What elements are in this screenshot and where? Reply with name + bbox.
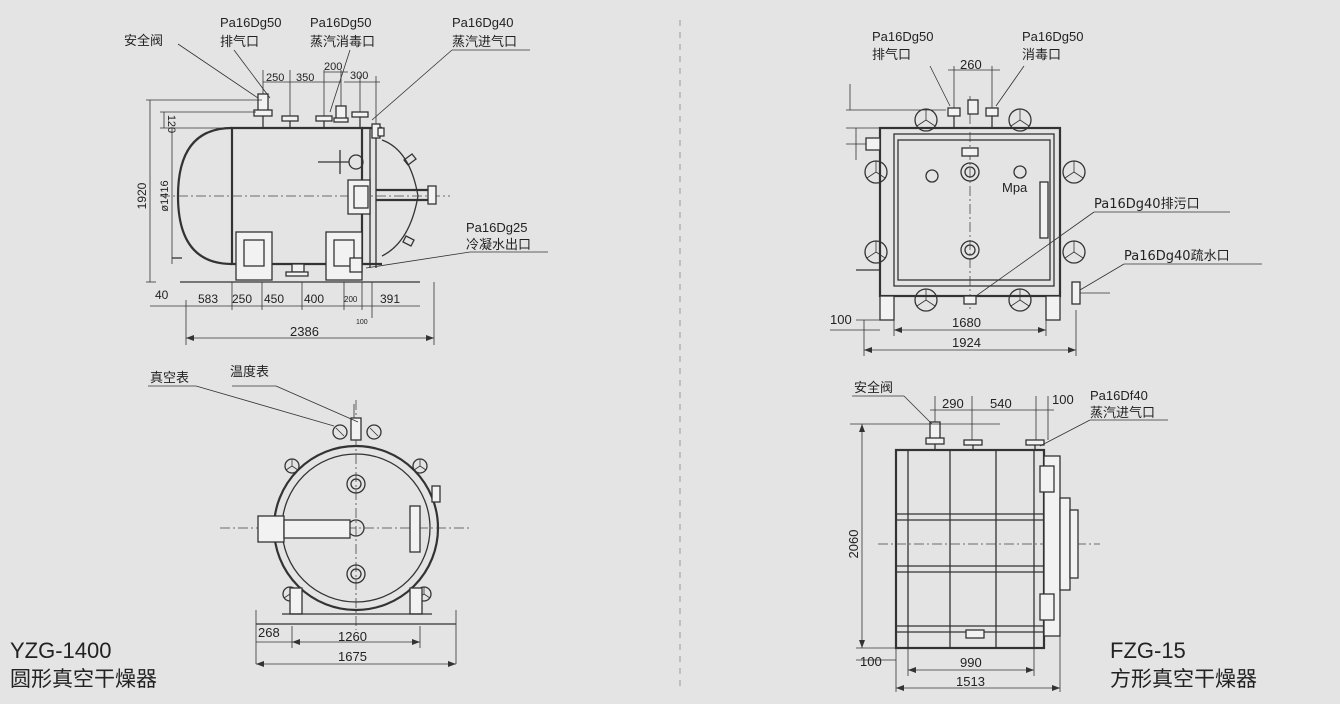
exhaust-flange [281, 115, 299, 122]
dim-1680: 1680 [952, 315, 981, 330]
dim-1924: 1924 [952, 335, 981, 350]
dim-250-bottom: 250 [232, 292, 252, 306]
fzg-front-view [830, 65, 1262, 356]
label-r-safety-valve: 安全阀 [854, 380, 893, 396]
yzg-side-view [146, 43, 548, 345]
dim-1416: ø1416 [159, 180, 171, 211]
leader-safety-valve [177, 43, 259, 99]
thermometer-symbol [366, 424, 382, 440]
label-r-exhaust-spec: Pa16Dg50 [872, 29, 933, 44]
dim-540: 540 [990, 396, 1012, 411]
label-r-disinfect-name: 消毒口 [1022, 48, 1061, 63]
dim-100: 100 [356, 319, 368, 326]
dim-1920: 1920 [135, 182, 149, 209]
dim-350: 350 [296, 72, 314, 84]
dim-1513: 1513 [956, 674, 985, 689]
caption-left-name: 圆形真空干燥器 [10, 667, 157, 691]
dim-r-100-bottom: 100 [860, 654, 882, 669]
dim-391: 391 [380, 292, 400, 306]
disinfect-flange [315, 115, 333, 122]
label-safety-valve: 安全阀 [124, 33, 163, 49]
label-vacuum-gauge: 真空表 [150, 371, 189, 386]
label-r-steam-inlet-name: 蒸汽进气口 [1090, 405, 1155, 421]
dim-2386: 2386 [290, 324, 319, 339]
steam-inlet-flange [351, 111, 369, 118]
window-slot [1039, 181, 1049, 239]
door-frame [893, 133, 1055, 287]
label-steam-disinfect-name: 蒸汽消毒口 [310, 35, 375, 50]
label-steam-inlet-name: 蒸汽进气口 [452, 34, 517, 50]
label-thermometer: 温度表 [230, 364, 269, 380]
label-condensate-spec: Pa16Dg25 [466, 220, 527, 235]
dim-268: 268 [258, 625, 280, 640]
dim-r-100: 100 [830, 312, 852, 327]
pressure-gauge [925, 169, 939, 183]
label-r-disinfect-spec: Pa16Dg50 [1022, 29, 1083, 44]
dim-583: 583 [198, 292, 218, 306]
dim-2060: 2060 [846, 530, 861, 559]
vacuum-gauge-symbol [332, 424, 348, 440]
caption-left-model: YZG-1400 [10, 638, 112, 663]
label-exhaust-name: 排气口 [220, 34, 259, 50]
dim-200-bottom: 200 [344, 295, 358, 304]
fzg-side-view [850, 395, 1168, 692]
dim-300: 300 [350, 70, 368, 82]
label-drain-outlet: Pa16Dg40疏水口 [1124, 249, 1230, 264]
label-steam-disinfect-spec: Pa16Dg50 [310, 15, 371, 30]
dim-450: 450 [264, 292, 284, 306]
dim-200-top: 200 [324, 61, 342, 73]
yzg-front-view [148, 385, 470, 667]
caption-right-model: FZG-15 [1110, 638, 1186, 663]
dim-40: 40 [155, 288, 169, 302]
dim-120: 120 [165, 115, 177, 133]
safety-valve-nozzle [257, 93, 269, 113]
caption-right-name: 方形真空干燥器 [1110, 667, 1257, 691]
dim-290: 290 [942, 396, 964, 411]
dim-260: 260 [960, 57, 982, 72]
label-mpa: Mpa [1002, 180, 1028, 195]
label-steam-inlet-spec: Pa16Dg40 [452, 15, 513, 30]
dim-1675: 1675 [338, 649, 367, 664]
label-r-steam-inlet-spec: Pa16Df40 [1090, 388, 1148, 403]
label-sewage-outlet: Pa16Dg40排污口 [1094, 197, 1200, 212]
label-r-exhaust-name: 排气口 [872, 47, 911, 63]
observation-window [409, 505, 421, 553]
label-condensate-name: 冷凝水出口 [466, 237, 531, 253]
dim-r-100-top: 100 [1052, 392, 1074, 407]
dim-400: 400 [304, 292, 324, 306]
dim-990: 990 [960, 655, 982, 670]
dim-250-top: 250 [266, 72, 284, 84]
dim-1260: 1260 [338, 629, 367, 644]
side-pipe [257, 515, 285, 543]
label-exhaust-spec: Pa16Dg50 [220, 15, 281, 30]
cabinet-side [894, 448, 1046, 650]
mpa-gauge [1013, 165, 1027, 179]
